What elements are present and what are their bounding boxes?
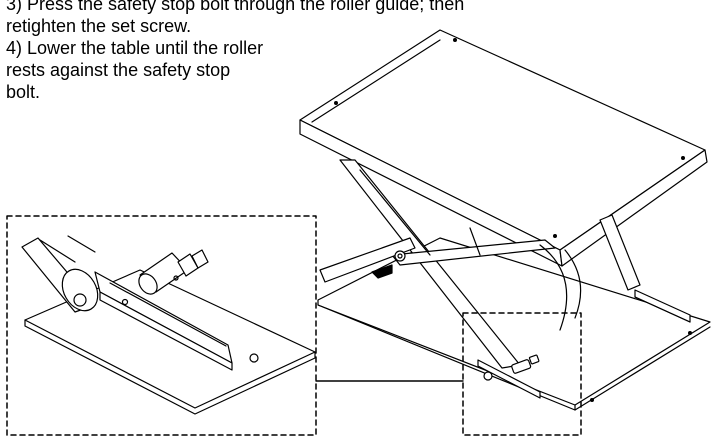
step4-line2: rests against the safety stop <box>6 60 231 80</box>
roller-guide-rear <box>635 290 690 322</box>
detail-callout-frame <box>7 216 316 435</box>
step3-line2: retighten the set screw. <box>6 16 192 36</box>
safety-stop-bolt-main <box>484 355 539 380</box>
step3-line1: 3) Press the safety stop bolt through th… <box>6 0 465 14</box>
main-view-callout-frame <box>463 313 581 435</box>
step4-line3: bolt. <box>6 82 41 102</box>
roller-guide-front <box>478 360 540 398</box>
detail-view <box>22 236 315 414</box>
step4-line1: 4) Lower the table until the roller <box>6 38 264 58</box>
table-top-plate <box>300 30 707 266</box>
scissor-mechanism <box>320 160 640 368</box>
